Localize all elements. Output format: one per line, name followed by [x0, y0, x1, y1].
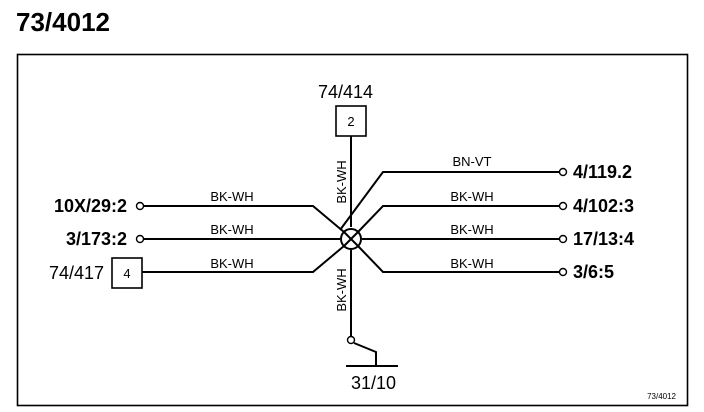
terminal-right-3	[558, 234, 568, 244]
diagram-frame	[16, 53, 689, 407]
connector-left-2: 3/173:2	[66, 229, 127, 249]
wire-right-4-label: BK-WH	[450, 256, 493, 271]
wire-left-1	[143, 205, 345, 233]
wire-right-4	[357, 245, 560, 273]
wire-left-1-label: BK-WH	[210, 189, 253, 204]
wire-right-1-label: BN-VT	[453, 154, 492, 169]
wire-left-2-label: BK-WH	[210, 222, 253, 237]
connector-right-2: 4/102:3	[573, 196, 634, 216]
ground-lead	[353, 342, 377, 366]
wire-right-1	[339, 171, 560, 231]
wire-right-3-label: BK-WH	[450, 222, 493, 237]
wire-left-3	[142, 245, 345, 273]
left-component-box	[111, 257, 143, 289]
connector-right-4: 3/6:5	[573, 262, 614, 282]
footer-id: 73/4012	[647, 392, 676, 401]
top-component-pin: 2	[347, 114, 354, 129]
diagram-title: 73/4012	[16, 7, 110, 37]
wire-down-label: BK-WH	[334, 268, 349, 311]
wire-right-2-label: BK-WH	[450, 189, 493, 204]
ground-ref: 31/10	[351, 373, 396, 393]
wire-up-label: BK-WH	[334, 160, 349, 203]
wire-left-3-label: BK-WH	[210, 256, 253, 271]
terminal-right-1	[558, 167, 568, 177]
terminal-left-2	[135, 234, 145, 244]
top-component-ref: 74/414	[318, 82, 373, 102]
wire-right-2	[357, 205, 560, 233]
splice-cross-b	[343, 231, 359, 247]
left-component-ref: 74/417	[49, 263, 104, 283]
connector-right-1: 4/119.2	[573, 162, 632, 182]
connector-right-3: 17/13:4	[573, 229, 634, 249]
connector-left-1: 10X/29:2	[54, 196, 127, 216]
terminal-right-2	[558, 201, 568, 211]
ground-terminal	[346, 335, 356, 345]
left-component-pin: 4	[123, 266, 130, 281]
terminal-right-4	[558, 267, 568, 277]
terminal-left-1	[135, 201, 145, 211]
